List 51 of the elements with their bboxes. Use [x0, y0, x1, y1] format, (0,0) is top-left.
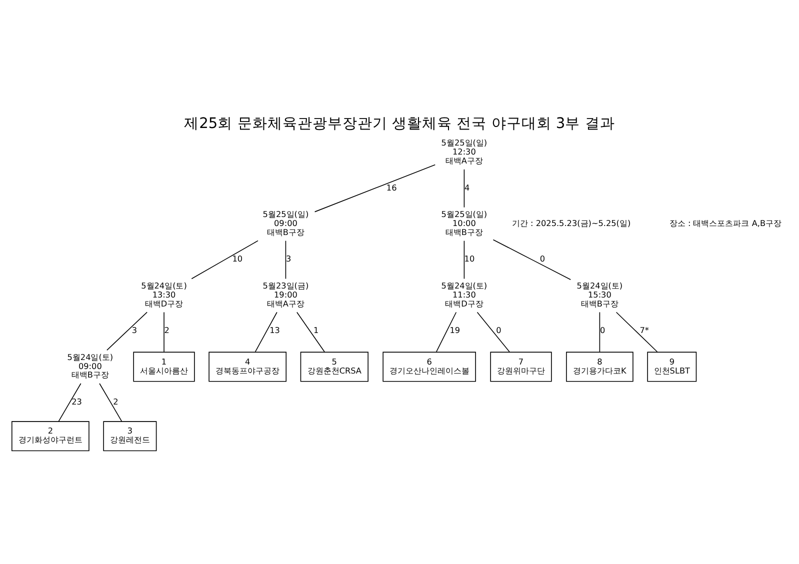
edge-label: 10	[464, 254, 475, 264]
connector	[464, 169, 465, 208]
node-box: 4 경북동프야구공장	[208, 352, 287, 382]
connector	[616, 312, 658, 352]
edge-label: 3	[132, 325, 137, 336]
connector	[314, 164, 436, 212]
node-text: 5월25일(일) 12:30 태백A구장	[441, 138, 488, 166]
edge-label: 10	[232, 254, 243, 264]
connector	[285, 240, 286, 280]
connector	[191, 240, 258, 280]
connector	[99, 383, 122, 422]
connector	[58, 383, 82, 422]
edge-label: 7*	[640, 325, 649, 336]
node-box: 2 경기화성야구런트	[11, 421, 90, 452]
node-text: 5월24일(토) 13:30 태백D구장	[141, 280, 187, 308]
connector	[254, 312, 278, 352]
node-text: 5월24일(토) 11:30 태백D구장	[441, 280, 488, 308]
connector	[106, 312, 148, 351]
connector	[436, 312, 457, 352]
connector	[464, 240, 465, 280]
node-box: 3 강원레전드	[103, 421, 157, 452]
node-box: 9 인천SLBT	[647, 352, 697, 382]
diagram-title: 제25회 문화체육관광부장관기 생활체육 전국 야구대회 3부 결과	[184, 115, 615, 132]
edge-label: 3	[286, 254, 292, 264]
edge-label: 19	[450, 325, 460, 336]
connector	[296, 312, 325, 352]
label: 장소 : 태백스포츠파크 A,B구장	[669, 218, 782, 228]
node-text: 5월25일(일) 09:00 태백B구장	[262, 209, 309, 237]
node-box: 1 서울시아름산	[133, 352, 195, 382]
edge-label: 13	[270, 325, 280, 336]
node-box: 5 강원춘천CRSA	[300, 352, 368, 382]
node-text: 5월24일(토) 15:30 태백B구장	[576, 280, 623, 308]
edge-label: 16	[386, 182, 397, 192]
node-box: 6 경기오산나인레이스볼	[382, 352, 476, 382]
edge-label: 1	[314, 325, 319, 336]
edge-label: 0	[496, 325, 502, 336]
connector	[476, 312, 510, 352]
edge-label: 0	[600, 325, 606, 336]
node-text: 5월23일(금) 19:00 태백A구장	[262, 280, 309, 308]
edge-label: 2	[164, 325, 170, 336]
edge-label: 0	[540, 254, 546, 264]
node-box: 7 강원위마구단	[490, 352, 552, 382]
node-box: 8 경기용가다코K	[566, 352, 634, 382]
connector	[599, 312, 600, 352]
label: 기간 : 2025.5.23(금)~5.25(일)	[512, 218, 631, 228]
edge-label: 23	[72, 396, 82, 407]
node-text: 5월25일(일) 10:00 태백B구장	[441, 209, 488, 237]
edge-label: 4	[464, 182, 470, 192]
edge-label: 2	[113, 396, 118, 407]
node-text: 5월24일(토) 09:00 태백B구장	[67, 352, 114, 380]
connector	[492, 239, 572, 280]
